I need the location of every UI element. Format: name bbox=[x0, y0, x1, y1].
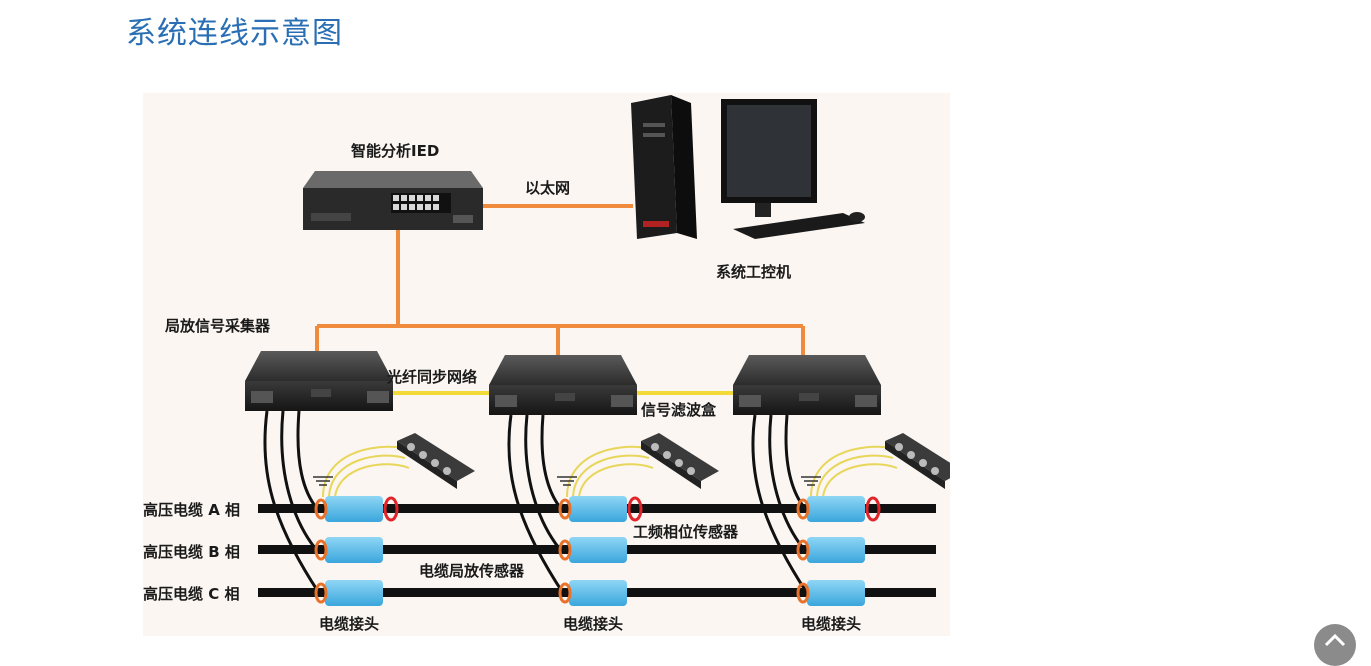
label-ethernet: 以太网 bbox=[525, 179, 570, 197]
label-phase-a: 高压电缆 A 相 bbox=[143, 501, 240, 519]
collector-3 bbox=[733, 355, 881, 415]
workstation-pc bbox=[631, 95, 865, 239]
label-pd-sensor: 电缆局放传感器 bbox=[419, 562, 525, 580]
label-phase-b: 高压电缆 B 相 bbox=[143, 543, 240, 561]
ethernet-lines bbox=[315, 204, 805, 355]
phase-ct-rings bbox=[314, 496, 881, 604]
back-to-top-button[interactable] bbox=[1314, 624, 1356, 666]
collector-1 bbox=[245, 351, 393, 411]
filter-box-3 bbox=[885, 433, 950, 489]
page-title: 系统连线示意图 bbox=[126, 16, 343, 51]
collector-2 bbox=[489, 355, 637, 415]
filter-box-2 bbox=[641, 433, 719, 489]
system-wiring-diagram: 智能分析IED 以太网 系统工控机 局放信号采集器 光纤同步网络 信号滤波盒 高… bbox=[143, 93, 950, 636]
label-joint-2: 电缆接头 bbox=[563, 615, 623, 633]
label-workstation: 系统工控机 bbox=[716, 263, 791, 281]
label-fiber-sync: 光纤同步网络 bbox=[386, 368, 477, 386]
label-ied: 智能分析IED bbox=[351, 142, 439, 160]
sensor-wires bbox=[322, 445, 898, 498]
label-filter-box: 信号滤波盒 bbox=[641, 401, 717, 419]
label-phase-c: 高压电缆 C 相 bbox=[143, 585, 239, 603]
label-phase-sensor: 工频相位传感器 bbox=[633, 523, 739, 541]
chevron-up-icon bbox=[1324, 633, 1346, 647]
filter-box-1 bbox=[397, 433, 475, 489]
ground-symbols bbox=[313, 476, 821, 486]
signal-cables bbox=[263, 410, 809, 594]
label-joint-1: 电缆接头 bbox=[319, 615, 379, 633]
label-collector: 局放信号采集器 bbox=[164, 317, 271, 335]
ied-device bbox=[303, 171, 483, 230]
label-joint-3: 电缆接头 bbox=[801, 615, 861, 633]
